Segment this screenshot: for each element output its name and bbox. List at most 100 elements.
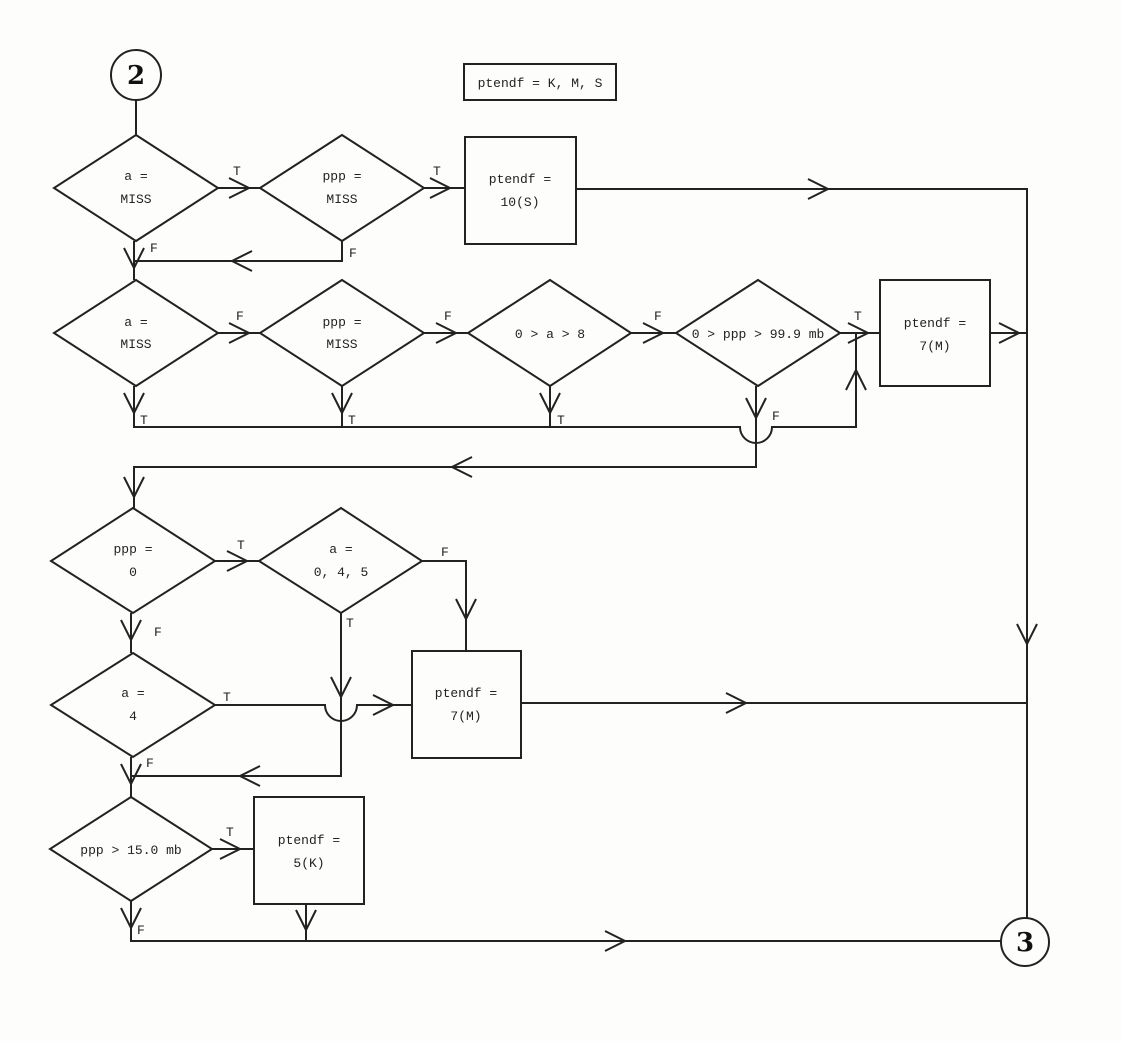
arrowhead — [228, 177, 252, 199]
connector-end — [1000, 917, 1050, 967]
arrowhead — [642, 322, 666, 344]
process-box — [253, 796, 365, 905]
branch-label-false: F — [236, 309, 244, 324]
decision-text: MISS — [120, 337, 151, 352]
process-text: ptendf = — [904, 316, 967, 331]
arrowhead — [120, 763, 142, 787]
arrowhead — [123, 392, 145, 416]
decision-text: a = — [121, 686, 145, 701]
branch-label-true: T — [226, 825, 234, 840]
process-text: 5(K) — [293, 856, 324, 871]
arrowhead — [226, 550, 250, 572]
arrowhead — [228, 322, 252, 344]
decision-text: ppp > 15.0 mb — [80, 843, 181, 858]
arrowhead — [372, 694, 396, 716]
decision-text: MISS — [120, 192, 151, 207]
decision-diamond — [49, 506, 217, 615]
decision-diamond — [49, 651, 217, 759]
connectors: 2 3 — [110, 49, 1050, 967]
decision-text: ppp = — [113, 542, 152, 557]
line-p1-to-right-bus — [576, 188, 1028, 941]
branch-label-true: T — [346, 616, 354, 631]
arrowhead — [604, 930, 628, 952]
process-text: ptendf = — [435, 686, 498, 701]
arrowheads — [120, 177, 1038, 952]
arrowhead — [847, 322, 871, 344]
decision-text: a = — [329, 542, 353, 557]
decision-text: 0 — [129, 565, 137, 580]
process-boxes: ptendf = 10(S) ptendf = 7(M) ptendf = 7(… — [253, 136, 991, 905]
branch-label-false: F — [349, 246, 357, 261]
branch-label-true: T — [140, 413, 148, 428]
branch-label-false: F — [772, 409, 780, 424]
line-r3b-true-return — [131, 613, 342, 777]
decision-text: 0 > ppp > 99.9 mb — [692, 327, 825, 342]
arrowhead — [120, 907, 142, 931]
line-r1b-false-return — [134, 241, 343, 262]
arrowhead — [219, 838, 243, 860]
arrowhead — [331, 392, 353, 416]
decision-diamond — [258, 133, 426, 243]
decision-diamond — [466, 278, 633, 388]
connector-start-label: 2 — [127, 61, 145, 91]
arrowhead — [295, 909, 317, 933]
arrowhead — [123, 476, 145, 500]
process-text: 10(S) — [500, 195, 539, 210]
decision-text: 0 > a > 8 — [515, 327, 585, 342]
arrowhead — [725, 692, 749, 714]
arrowhead — [435, 322, 459, 344]
decision-diamond — [257, 506, 424, 615]
branch-label-true: T — [223, 690, 231, 705]
decision-text: MISS — [326, 192, 357, 207]
branch-label-true: T — [237, 538, 245, 553]
arrowhead — [455, 598, 477, 622]
decision-text: 0, 4, 5 — [314, 565, 369, 580]
legend-box: ptendf = K, M, S — [463, 63, 617, 101]
arrowhead — [123, 247, 145, 271]
legend-frame — [463, 63, 617, 101]
process-text: ptendf = — [489, 172, 552, 187]
process-text: 7(M) — [919, 339, 950, 354]
branch-label-false: F — [150, 241, 158, 256]
branch-label-false: F — [154, 625, 162, 640]
branch-labels: T T F F F F F T T T T F T F T F T F T F — [137, 164, 862, 938]
arrowhead — [330, 676, 352, 700]
arrowhead — [120, 619, 142, 643]
connector-end-label: 3 — [1016, 928, 1034, 958]
arrowhead — [449, 456, 473, 478]
connector-start — [110, 49, 162, 101]
decision-text: ppp = — [322, 315, 361, 330]
arrowhead — [539, 392, 561, 416]
decision-diamond — [258, 278, 426, 388]
arrowhead — [229, 250, 253, 272]
decision-shapes: a = MISS ppp = MISS a = MISS ppp = MISS … — [48, 133, 842, 903]
decision-text: ppp = — [322, 169, 361, 184]
branch-label-true: T — [433, 164, 441, 179]
line-r4a-true-to-p3 — [215, 704, 412, 722]
process-text: ptendf = — [278, 833, 341, 848]
process-box — [464, 136, 577, 245]
branch-label-false: F — [146, 756, 154, 771]
branch-label-false: F — [654, 309, 662, 324]
decision-text: a = — [124, 169, 148, 184]
branch-label-true: T — [348, 413, 356, 428]
branch-label-false: F — [444, 309, 452, 324]
decision-text: MISS — [326, 337, 357, 352]
line-r2d-false-return — [133, 386, 757, 508]
process-text: 7(M) — [450, 709, 481, 724]
decision-diamond — [674, 278, 842, 388]
branch-label-false: F — [441, 545, 449, 560]
flow-lines — [130, 100, 1028, 942]
legend-text: ptendf = K, M, S — [478, 76, 603, 91]
arrowhead — [1016, 623, 1038, 647]
arrowhead — [998, 322, 1022, 344]
decision-diamond — [52, 133, 220, 243]
branch-label-true: T — [854, 309, 862, 324]
process-box — [879, 279, 991, 387]
arrowhead — [807, 178, 831, 200]
branch-label-true: T — [557, 413, 565, 428]
branch-label-false: F — [137, 923, 145, 938]
arrowhead — [845, 367, 867, 391]
process-box — [411, 650, 522, 759]
